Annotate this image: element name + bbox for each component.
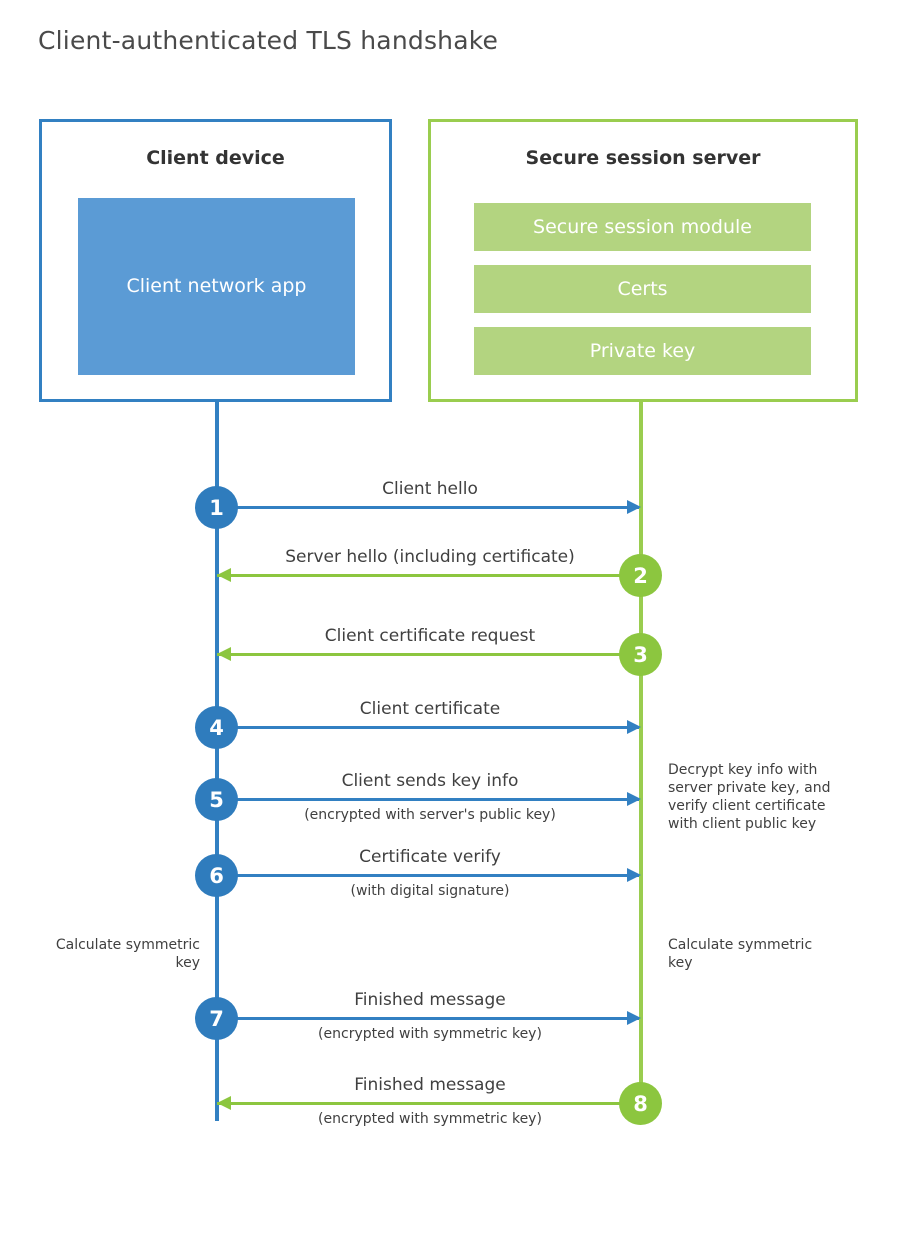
arrow-head-icon-2 bbox=[217, 568, 231, 582]
arrow-line-5 bbox=[217, 798, 639, 801]
client-network-app-box: Client network app bbox=[78, 198, 355, 375]
secure-session-server-box: Secure session server Secure session mod… bbox=[428, 119, 858, 402]
secure-session-server-title: Secure session server bbox=[525, 147, 761, 169]
message-label-3: Client certificate request bbox=[324, 626, 536, 646]
message-label-8: Finished message bbox=[354, 1075, 506, 1095]
step-badge-8: 8 bbox=[619, 1082, 662, 1125]
message-label-7: Finished message bbox=[354, 990, 506, 1010]
message-sublabel-6: (with digital signature) bbox=[350, 883, 510, 899]
arrow-line-8 bbox=[217, 1102, 641, 1105]
step-badge-7: 7 bbox=[195, 997, 238, 1040]
step-badge-5: 5 bbox=[195, 778, 238, 821]
arrow-head-icon-1 bbox=[627, 500, 641, 514]
arrow-line-1 bbox=[217, 506, 639, 509]
server-decrypt-note: Decrypt key info with server private key… bbox=[668, 762, 831, 832]
step-badge-1: 1 bbox=[195, 486, 238, 529]
message-label-6: Certificate verify bbox=[359, 847, 501, 867]
arrow-head-icon-3 bbox=[217, 647, 231, 661]
step-badge-2: 2 bbox=[619, 554, 662, 597]
message-label-2: Server hello (including certificate) bbox=[285, 547, 575, 567]
arrow-head-icon-6 bbox=[627, 868, 641, 882]
server-calculate-symmetric-key-note: Calculate symmetric key bbox=[668, 937, 813, 971]
arrow-line-2 bbox=[217, 574, 641, 577]
arrow-head-icon-4 bbox=[627, 720, 641, 734]
server-component-certs: Certs bbox=[474, 265, 811, 313]
message-sublabel-5: (encrypted with server's public key) bbox=[304, 807, 556, 823]
step-badge-6: 6 bbox=[195, 854, 238, 897]
message-sublabel-7: (encrypted with symmetric key) bbox=[318, 1026, 542, 1042]
arrow-line-3 bbox=[217, 653, 641, 656]
step-badge-3: 3 bbox=[619, 633, 662, 676]
arrow-line-7 bbox=[217, 1017, 639, 1020]
arrow-line-6 bbox=[217, 874, 639, 877]
arrow-line-4 bbox=[217, 726, 639, 729]
arrow-head-icon-7 bbox=[627, 1011, 641, 1025]
server-lifeline bbox=[639, 399, 643, 1105]
client-device-title: Client device bbox=[146, 147, 285, 169]
server-component-private-key: Private key bbox=[474, 327, 811, 375]
client-device-box: Client device Client network app bbox=[39, 119, 392, 402]
message-sublabel-8: (encrypted with symmetric key) bbox=[318, 1111, 542, 1127]
step-badge-4: 4 bbox=[195, 706, 238, 749]
client-calculate-symmetric-key-note: Calculate symmetric key bbox=[55, 937, 200, 971]
message-label-4: Client certificate bbox=[359, 699, 501, 719]
message-label-5: Client sends key info bbox=[341, 771, 519, 791]
page-title: Client-authenticated TLS handshake bbox=[38, 26, 499, 55]
arrow-head-icon-5 bbox=[627, 792, 641, 806]
message-label-1: Client hello bbox=[382, 479, 478, 499]
server-component-secure-session-module: Secure session module bbox=[474, 203, 811, 251]
arrow-head-icon-8 bbox=[217, 1096, 231, 1110]
client-lifeline bbox=[215, 399, 219, 1121]
